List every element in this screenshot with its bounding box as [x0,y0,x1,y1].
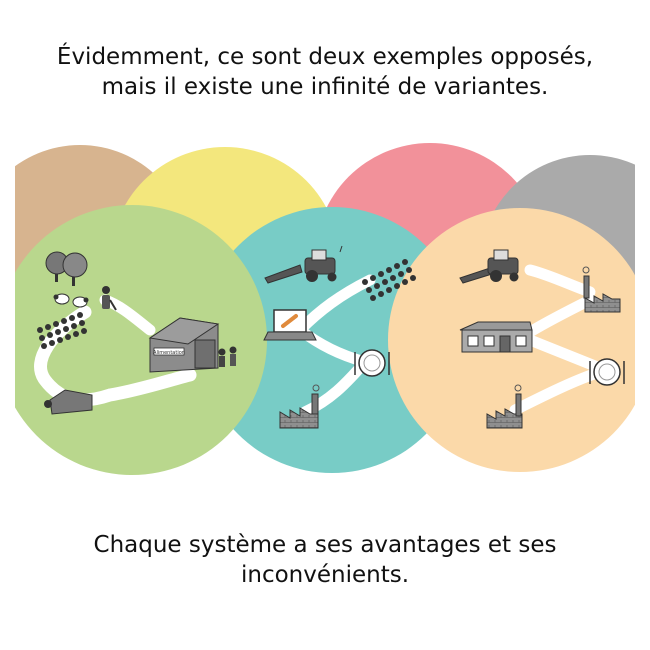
factory-icon [279,384,320,429]
vegetable-field-icon [37,312,87,349]
sheep-icon [53,293,89,308]
bottom-caption-line-1: Chaque système a ses avantages et ses [93,532,557,558]
top-caption-line-2: mais il existe une infinité de variantes… [101,74,549,100]
plate-icon [354,349,390,377]
farmer-icon [102,286,117,311]
bottom-caption: Chaque système a ses avantages et ses in… [0,530,650,590]
factory-icon-3 [486,384,523,429]
barn-sign: Alimentation [153,350,185,356]
customers-icon [218,346,237,367]
top-caption-line-1: Évidemment, ce sont deux exemples opposé… [56,44,594,70]
factory-icon-2 [582,266,621,313]
crop-field-icon [362,259,416,301]
plate-icon-2 [589,358,625,386]
tractor-icon [264,245,343,284]
processing-workshop-icon [44,389,93,415]
top-caption: Évidemment, ce sont deux exemples opposé… [0,42,650,102]
barn-shop-icon: Alimentation [148,317,220,373]
tractor-icon-2 [459,249,519,284]
bottom-caption-line-2: inconvénients. [240,562,410,588]
laptop-icon [263,309,317,341]
trees-icon [45,251,88,286]
supermarket-icon [459,321,533,353]
